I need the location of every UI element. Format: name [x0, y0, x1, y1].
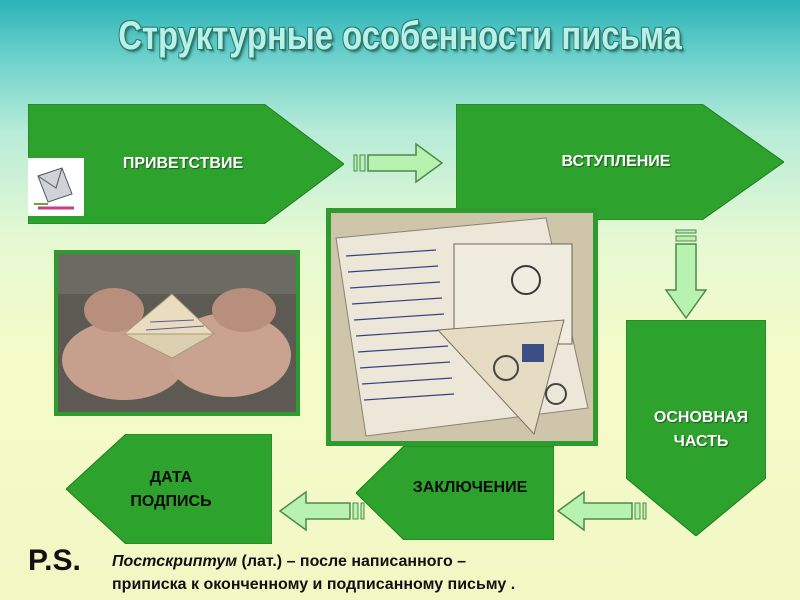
postscript-term: Постскриптум: [112, 553, 238, 570]
postscript-definition-part1: (лат.) – после написанного –: [237, 553, 467, 570]
date-signature-shape: [66, 434, 272, 544]
envelope-icon: [28, 158, 84, 216]
main-part-step: ОСНОВНАЯ ЧАСТЬ: [626, 320, 766, 536]
right-arrow-icon: [352, 142, 444, 184]
greeting-step: ПРИВЕТСТВИЕ: [28, 104, 344, 224]
conclusion-shape: [356, 446, 554, 540]
left-arrow-icon: [278, 490, 368, 532]
ps-label: P.S.: [28, 544, 81, 577]
old-letters-photo: [326, 208, 598, 446]
intro-label: ВСТУПЛЕНИЕ: [561, 153, 671, 170]
conclusion-label: ЗАКЛЮЧЕНИЕ: [412, 479, 528, 496]
postscript-line1: Постскриптум (лат.) – после написанного …: [112, 550, 792, 573]
greeting-shape: [28, 104, 344, 224]
greeting-label: ПРИВЕТСТВИЕ: [122, 155, 244, 172]
date-label: ДАТА: [149, 469, 193, 486]
date-signature-step: ДАТА ПОДПИСЬ: [66, 434, 272, 544]
signature-label: ПОДПИСЬ: [130, 493, 212, 510]
down-arrow-icon: [664, 228, 708, 320]
postscript-line2: приписка к оконченному и подписанному пи…: [112, 576, 516, 593]
main-part-label-line2: ЧАСТЬ: [673, 433, 729, 450]
page-title: Структурные особенности письма: [118, 14, 682, 58]
main-part-label-line1: ОСНОВНАЯ: [653, 409, 749, 426]
main-part-shape: [626, 320, 766, 536]
conclusion-step: ЗАКЛЮЧЕНИЕ: [356, 446, 554, 540]
intro-shape: [456, 104, 784, 220]
hands-letter-photo: [54, 250, 300, 416]
left-arrow-icon: [556, 490, 648, 532]
postscript-definition: Постскриптум (лат.) – после написанного …: [112, 550, 792, 596]
intro-step: ВСТУПЛЕНИЕ: [456, 104, 784, 220]
